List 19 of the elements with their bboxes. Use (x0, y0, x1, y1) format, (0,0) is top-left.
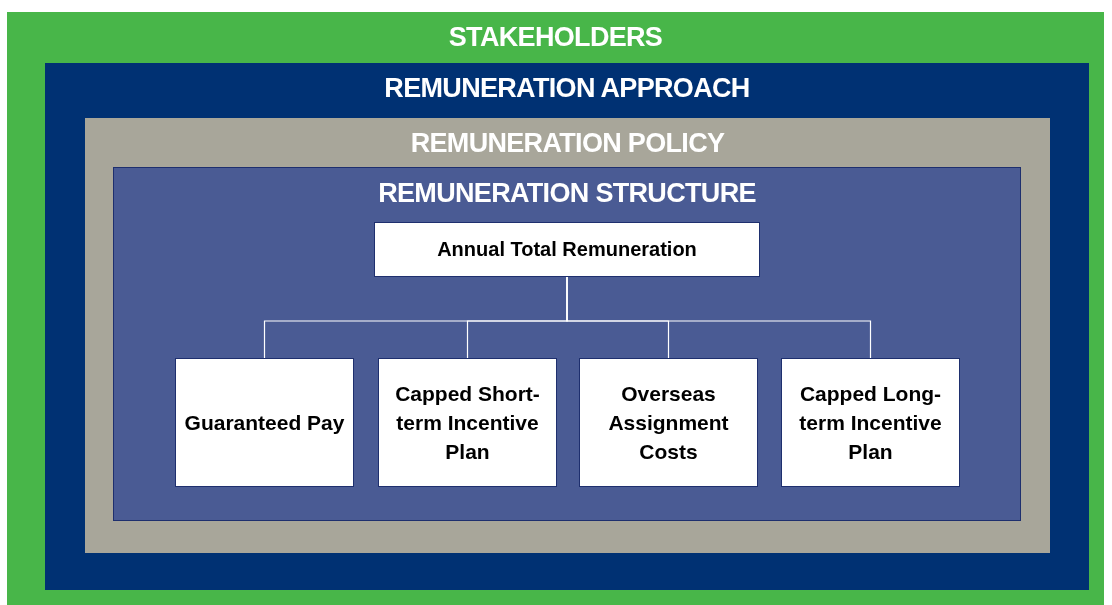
band-heading: STAKEHOLDERS (448, 21, 663, 53)
band-heading: REMUNERATION APPROACH (384, 72, 750, 104)
band-heading: REMUNERATION POLICY (410, 127, 725, 159)
band-heading: REMUNERATION STRUCTURE (378, 177, 756, 209)
box-label: Guaranteed Pay (184, 410, 345, 436)
process-box (374, 222, 760, 277)
band (113, 167, 1021, 521)
box-label: Annual Total Remuneration (437, 237, 697, 262)
band (45, 63, 1089, 590)
box-label: Capped Long-term Incentive Plan (798, 381, 943, 465)
connector-line (566, 276, 872, 359)
process-box (579, 358, 758, 487)
process-box (175, 358, 354, 487)
process-box (781, 358, 960, 487)
box-label: Overseas Assignment Costs (607, 381, 730, 465)
process-box (378, 358, 557, 487)
band (85, 118, 1050, 553)
box-label: Capped Short-term Incentive Plan (394, 381, 541, 465)
outer-band (7, 12, 1104, 605)
